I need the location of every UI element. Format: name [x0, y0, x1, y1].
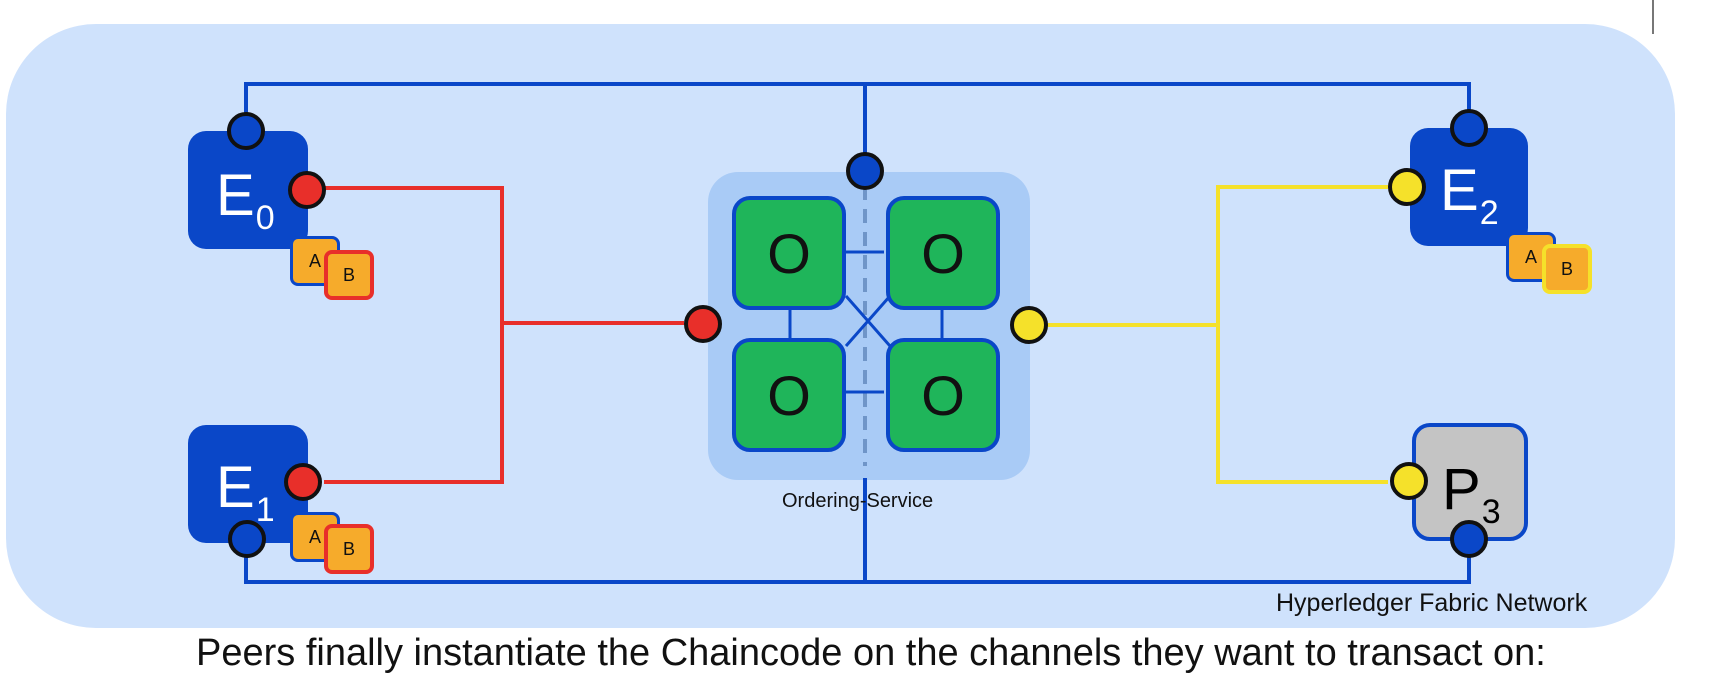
peer-p3-label: P3 [1442, 457, 1501, 531]
network-label: Hyperledger Fabric Network [1276, 589, 1588, 617]
chaincode-b-e0: B [324, 250, 374, 300]
slide-caption-text: Peers finally instantiate the Chaincode … [196, 632, 1546, 674]
port-orderer-red [684, 305, 722, 343]
orderer-node-top-left[interactable]: O [732, 196, 846, 310]
red-e0-line [324, 186, 504, 484]
port-e0-blue [227, 112, 265, 150]
corner-tick [1652, 0, 1654, 34]
ordering-service-caption: Ordering-Service [782, 490, 934, 512]
chaincode-b-e1: B [324, 524, 374, 574]
port-e2-blue [1450, 109, 1488, 147]
blue-top-bus [244, 82, 1471, 124]
port-e0-red [288, 171, 326, 209]
diagram-canvas: E0 A B E1 A B E2 A B P3 O O [6, 0, 1675, 672]
yellow-e2-p3-line [1216, 185, 1388, 484]
orderer-node-bottom-left[interactable]: O [732, 338, 846, 452]
port-orderer-blue [846, 152, 884, 190]
port-p3-yellow [1390, 462, 1428, 500]
port-e1-blue [228, 520, 266, 558]
port-e2-yellow [1388, 168, 1426, 206]
orderer-mesh [788, 250, 944, 394]
peer-e1-label: E1 [216, 455, 275, 529]
port-orderer-yellow [1010, 306, 1048, 344]
peer-e0-label: E0 [216, 163, 275, 237]
port-p3-blue [1450, 520, 1488, 558]
channel-wires [244, 82, 1471, 584]
yellow-channel-lines [1046, 185, 1388, 484]
red-channel-lines [324, 186, 684, 484]
orderer-node-bottom-right[interactable]: O [886, 338, 1000, 452]
blue-channel-lines [244, 82, 1471, 584]
orderer-node-top-right[interactable]: O [886, 196, 1000, 310]
blue-bottom-bus [244, 534, 1471, 584]
chaincode-b-e2: B [1542, 244, 1592, 294]
peer-e2[interactable]: E2 [1410, 128, 1528, 246]
peer-e2-label: E2 [1440, 158, 1499, 232]
port-e1-red [284, 463, 322, 501]
